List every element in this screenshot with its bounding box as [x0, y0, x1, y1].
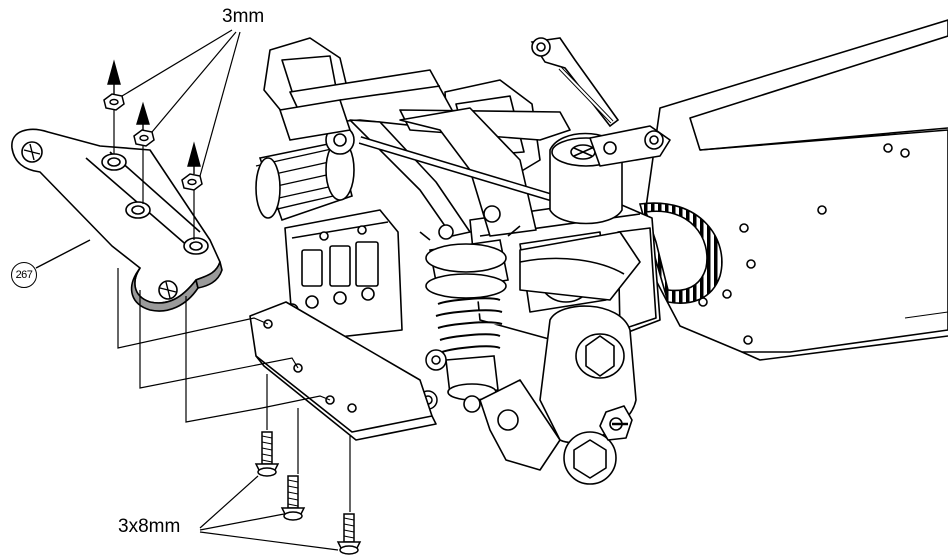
- screw: [254, 431, 280, 477]
- nuts-3mm: [103, 93, 203, 191]
- screws-3x8mm: [254, 431, 362, 555]
- knuckle-assembly: [479, 231, 641, 485]
- arrow-up-icon: [107, 59, 201, 174]
- lower-mount-plate: [249, 301, 437, 441]
- screw-leader-lines: [199, 475, 339, 551]
- screw: [280, 475, 306, 521]
- assembly-guide-lines: [117, 268, 331, 423]
- chassis-plate: [639, 19, 948, 361]
- nut: [181, 173, 203, 191]
- screw-guide-lines: [266, 374, 351, 512]
- nut-size-label: 3mm: [222, 6, 265, 27]
- screw: [336, 513, 362, 555]
- upper-brace-part-267: [11, 128, 223, 312]
- nut: [133, 129, 155, 147]
- part-leader-line: [35, 239, 91, 269]
- nut-leader-lines: [121, 29, 241, 177]
- part-number-badge: 267: [11, 262, 37, 288]
- shock-absorber-rear: [255, 99, 355, 222]
- nut-guide-lines: [113, 110, 195, 240]
- nut: [103, 93, 125, 111]
- shock-absorber-front: [419, 224, 521, 413]
- screw-size-label: 3x8mm: [118, 516, 181, 537]
- steering-link: [530, 37, 620, 128]
- belt-pulley: [638, 202, 723, 304]
